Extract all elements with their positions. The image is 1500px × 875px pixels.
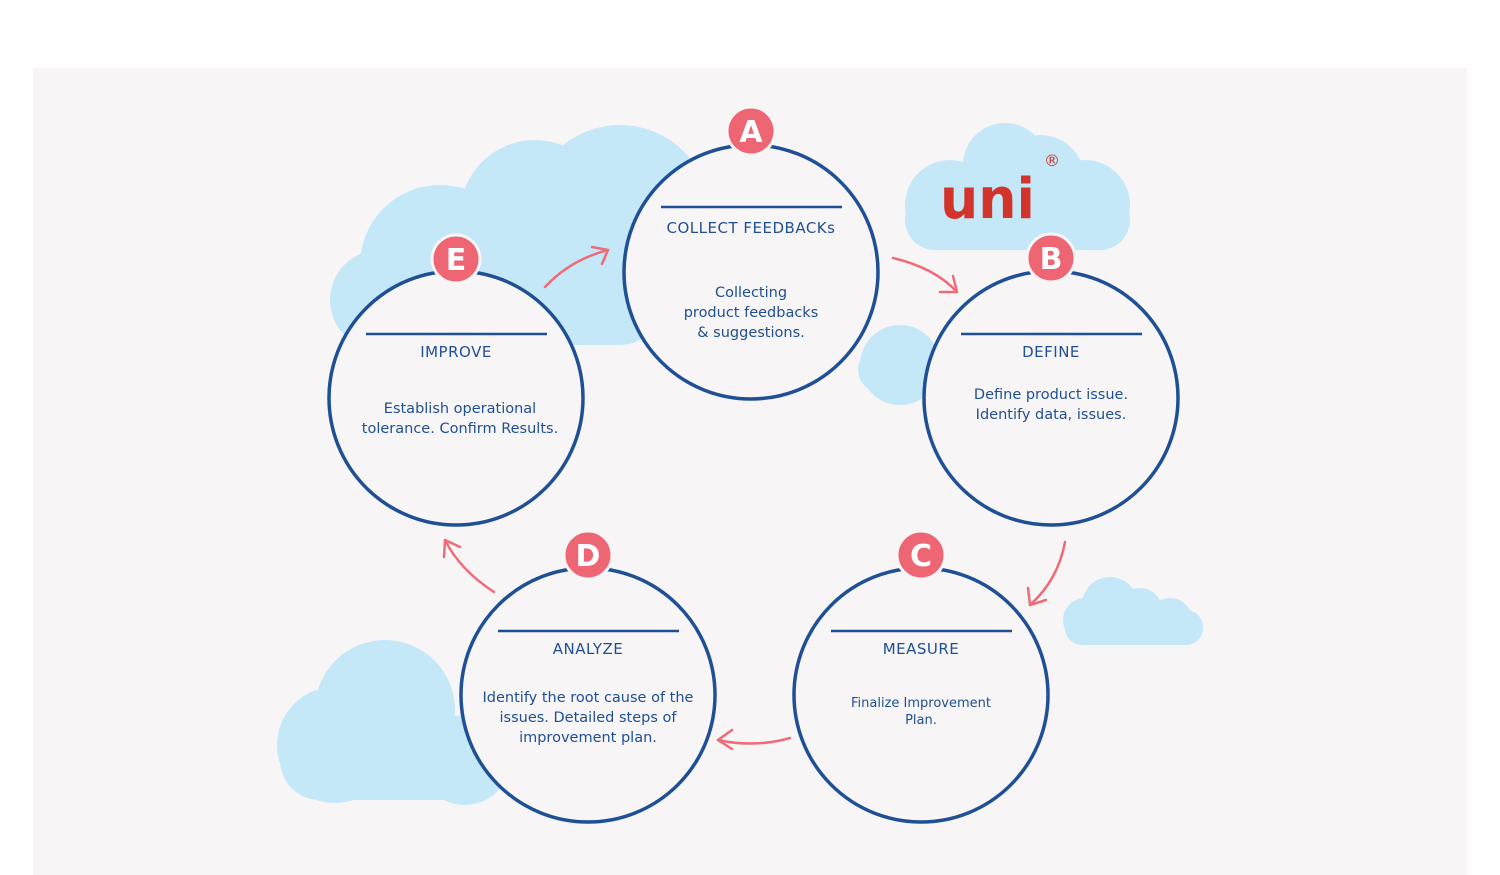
step-body-line: product feedbacks xyxy=(684,305,819,321)
arrow-a-to-b xyxy=(891,256,959,294)
arrow-c-to-d xyxy=(716,728,792,751)
cloud-logo xyxy=(905,123,1130,250)
step-title: DEFINE xyxy=(1022,343,1080,361)
step-d: ANALYZE Identify the root cause of the i… xyxy=(459,529,717,824)
step-title: IMPROVE xyxy=(420,343,492,361)
step-body-line: Collecting xyxy=(715,285,787,301)
step-body-line: Define product issue. xyxy=(974,387,1128,403)
step-letter-badge: B xyxy=(1040,242,1063,277)
step-title: COLLECT FEEDBACKs xyxy=(667,219,836,237)
step-body-line: improvement plan. xyxy=(519,730,657,746)
arrow-e-to-a xyxy=(543,245,610,289)
step-body-line: Identify the root cause of the xyxy=(483,690,694,706)
step-body-line: Finalize Improvement xyxy=(851,696,991,711)
step-letter-badge: C xyxy=(910,539,932,574)
step-body-line: Establish operational xyxy=(384,401,536,417)
step-c: MEASURE Finalize Improvement Plan. C xyxy=(792,529,1050,824)
step-body-line: tolerance. Confirm Results. xyxy=(362,421,558,437)
step-letter-badge: E xyxy=(446,243,467,278)
step-b: DEFINE Define product issue. Identify da… xyxy=(922,232,1180,527)
step-body-line: Plan. xyxy=(905,713,937,728)
step-e: IMPROVE Establish operational tolerance.… xyxy=(327,233,585,527)
arrow-d-to-e xyxy=(442,538,496,594)
step-title: MEASURE xyxy=(883,640,960,658)
cloud-small-right xyxy=(858,325,940,405)
step-letter-badge: D xyxy=(576,539,601,574)
step-a: COLLECT FEEDBACKs Collecting product fee… xyxy=(622,105,880,401)
step-body-line: issues. Detailed steps of xyxy=(500,710,678,726)
cloud-bottom-left xyxy=(277,640,510,805)
step-body-line: Identify data, issues. xyxy=(976,407,1127,423)
cloud-right xyxy=(1063,577,1203,645)
registered-mark: ® xyxy=(1044,151,1060,170)
step-body-line: & suggestions. xyxy=(697,325,804,341)
arrow-b-to-c xyxy=(1026,540,1067,607)
uni-logo: uni xyxy=(940,167,1035,232)
step-title: ANALYZE xyxy=(553,640,624,658)
step-letter-badge: A xyxy=(739,115,763,150)
